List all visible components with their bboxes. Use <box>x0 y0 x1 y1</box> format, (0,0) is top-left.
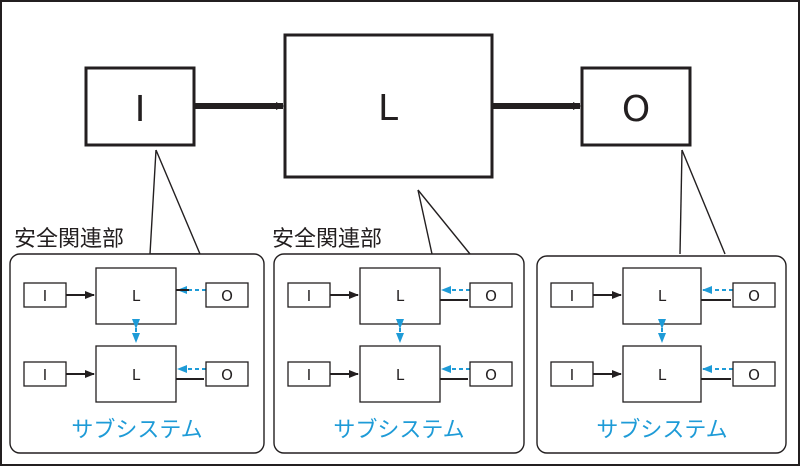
channel-output-label: O <box>221 366 233 384</box>
channel-logic-label: L <box>658 366 667 384</box>
main-flow: I L O <box>84 33 726 255</box>
channel-input-box <box>550 361 594 387</box>
channel-input-label: I <box>307 366 311 384</box>
subsystem-panel-2: I L O I L O サブシステム <box>273 253 525 454</box>
channel-output-box <box>732 282 776 308</box>
channel-logic-box <box>359 267 441 325</box>
callout-output-left <box>679 149 683 255</box>
channel-1: I L O <box>23 267 249 325</box>
subsystem-caption: サブシステム <box>71 418 202 443</box>
main-input-label: I <box>135 89 146 130</box>
callout-input <box>149 149 200 255</box>
channel-input-label: I <box>43 287 47 305</box>
callout-logic-left <box>417 189 433 255</box>
main-output-label: O <box>622 89 650 130</box>
channel-input-box <box>23 282 67 308</box>
main-input-box <box>84 66 196 147</box>
channel-output-box <box>469 361 513 387</box>
subsystem-caption: サブシステム <box>333 418 464 443</box>
callout-output-right <box>681 149 726 255</box>
subsystem-panel-3: I L O I L O サブシステム <box>536 255 787 454</box>
channel-input-box <box>550 282 594 308</box>
channel-2: I L O <box>287 345 513 403</box>
channel-input-label: I <box>570 287 574 305</box>
subsystem-panel-1: I L O I L O サブシステム <box>9 253 265 454</box>
channel-input-label: I <box>307 287 311 305</box>
channel-output-label: O <box>485 287 497 305</box>
channel-1: I L O <box>550 267 776 325</box>
channel-logic-label: L <box>132 287 141 305</box>
channel-output-box <box>205 282 249 308</box>
channel-logic-label: L <box>396 287 405 305</box>
channel-logic-box <box>622 345 702 403</box>
channel-input-box <box>287 361 331 387</box>
channel-logic-box <box>359 345 441 403</box>
channel-2: I L O <box>550 345 776 403</box>
safety-label-2: 安全関連部 <box>272 227 382 252</box>
main-logic-box <box>283 33 494 179</box>
safety-label-1: 安全関連部 <box>14 227 124 252</box>
channel-output-label: O <box>748 287 760 305</box>
channel-logic-label: L <box>658 287 667 305</box>
callout-logic-right <box>417 189 471 255</box>
channel-output-box <box>205 361 249 387</box>
channel-input-label: I <box>570 366 574 384</box>
channel-output-box <box>732 361 776 387</box>
subsystem-caption: サブシステム <box>596 418 727 443</box>
channel-input-label: I <box>43 366 47 384</box>
channel-output-label: O <box>221 287 233 305</box>
channel-input-box <box>23 361 67 387</box>
main-logic-label: L <box>378 88 398 129</box>
channel-output-box <box>469 282 513 308</box>
channel-output-label: O <box>485 366 497 384</box>
callout-input-right <box>155 149 201 255</box>
main-output-box <box>580 66 692 147</box>
channel-2: I L O <box>23 345 249 403</box>
channel-logic-box <box>95 345 177 403</box>
channel-logic-label: L <box>396 366 405 384</box>
channel-input-box <box>287 282 331 308</box>
channel-logic-box <box>622 267 702 325</box>
channel-1: I L O <box>287 267 513 325</box>
channel-output-label: O <box>748 366 760 384</box>
channel-logic-label: L <box>132 366 141 384</box>
